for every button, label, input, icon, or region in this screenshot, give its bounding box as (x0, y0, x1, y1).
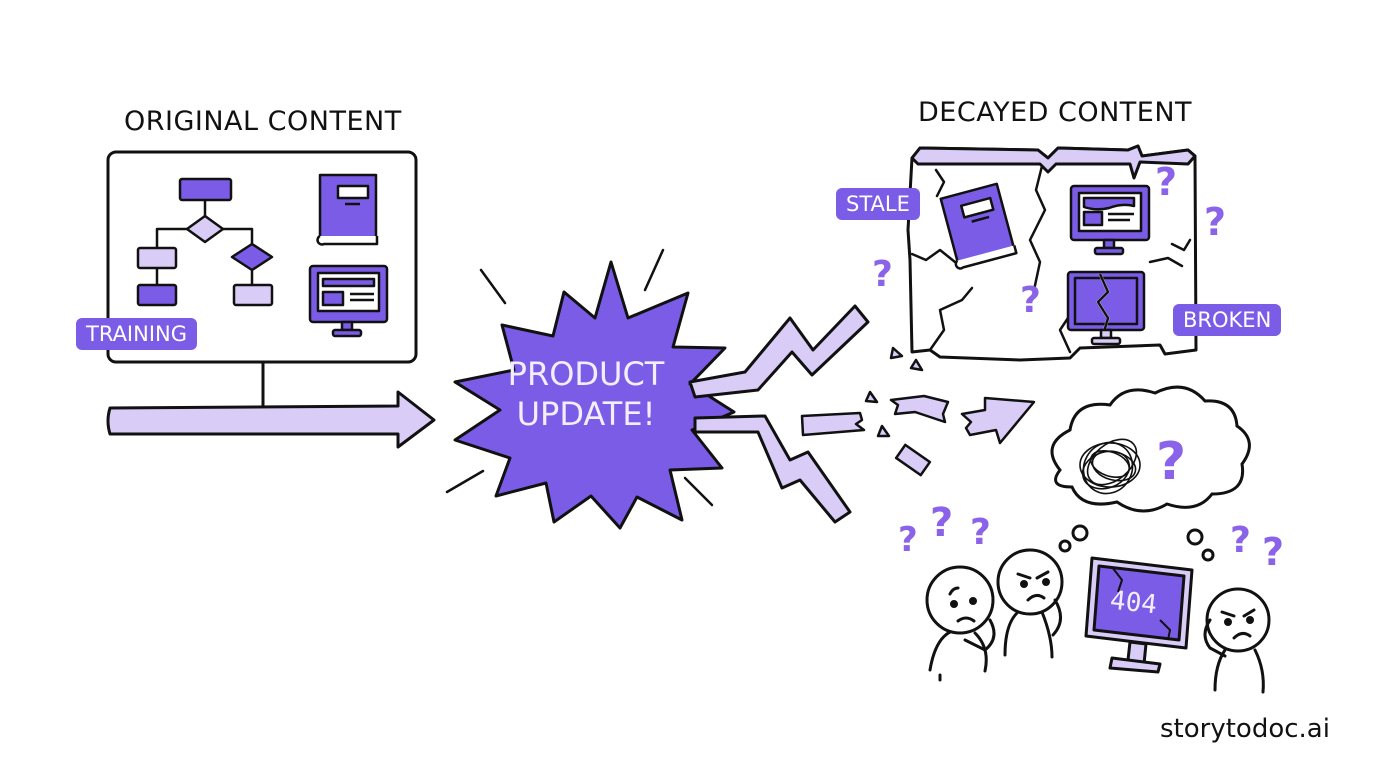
broken-monitor-icon (1066, 270, 1146, 346)
question-mark-icon: ? (1230, 520, 1251, 561)
scribble-icon (1079, 438, 1141, 495)
brand-link[interactable]: storytodoc.ai (1160, 714, 1330, 744)
burst-line-1: PRODUCT (507, 355, 665, 393)
question-mark-icon: ? (1155, 160, 1178, 204)
lightning-bolts (688, 304, 870, 524)
flowchart-icon (136, 177, 274, 307)
broken-arrow (800, 346, 1036, 477)
burst-label: PRODUCT UPDATE! (486, 354, 686, 434)
question-mark-icon: ? (1204, 200, 1227, 244)
confused-person (925, 565, 996, 682)
decayed-content-board (906, 144, 1198, 362)
stale-tag: STALE (836, 188, 920, 220)
flow-arrow (106, 390, 436, 449)
angry-person (1203, 587, 1271, 694)
decayed-content-title: DECAYED CONTENT (918, 97, 1193, 128)
question-mark-icon: ? (898, 520, 918, 560)
question-mark-icon: ? (1156, 432, 1187, 492)
question-mark-icon: ? (930, 500, 954, 546)
monitor-icon (1069, 184, 1151, 256)
burst-line-2: UPDATE! (516, 395, 656, 433)
error-404-monitor (1084, 556, 1194, 674)
error-404-text: 404 (1108, 585, 1159, 621)
product-update-burst (445, 248, 736, 530)
frustrated-person (996, 548, 1064, 659)
thought-cloud (1050, 385, 1251, 562)
stale-book-icon (939, 182, 1018, 270)
question-mark-icon: ? (970, 512, 991, 553)
question-mark-icon: ? (872, 254, 893, 295)
question-mark-icon: ? (1262, 530, 1285, 574)
monitor-icon (308, 264, 389, 338)
broken-tag: BROKEN (1173, 304, 1282, 336)
training-tag: TRAINING (76, 318, 198, 350)
question-mark-icon: ? (1020, 280, 1041, 321)
book-icon (316, 173, 379, 246)
original-content-title: ORIGINAL CONTENT (124, 106, 402, 137)
